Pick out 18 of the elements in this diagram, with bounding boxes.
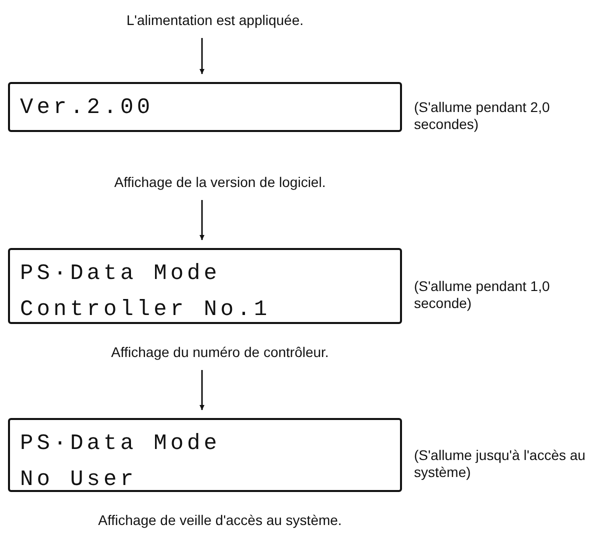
display-text: Ver.2.00 [20,94,154,122]
duration-note: (S'allume jusqu'à l'accès au système) [414,447,586,481]
arrow [200,38,204,74]
caption-text: L'alimentation est appliquée. [126,12,304,28]
caption-text: Affichage de la version de logiciel. [114,174,326,190]
lcd-display [8,248,402,324]
caption-text: Affichage de veille d'accès au système. [98,512,342,528]
display-text: PS·Data Mode [20,430,220,458]
arrow [200,370,204,410]
arrow [200,200,204,240]
display-text: Controller No.1 [20,296,271,324]
duration-note: (S'allume pendant 2,0 secondes) [414,99,551,133]
duration-note: (S'allume pendant 1,0 seconde) [414,278,551,312]
display-text: No User [20,466,137,494]
lcd-display [8,418,402,492]
caption-text: Affichage du numéro de contrôleur. [111,344,329,360]
display-text: PS·Data Mode [20,260,220,288]
lcd-display [8,82,402,132]
